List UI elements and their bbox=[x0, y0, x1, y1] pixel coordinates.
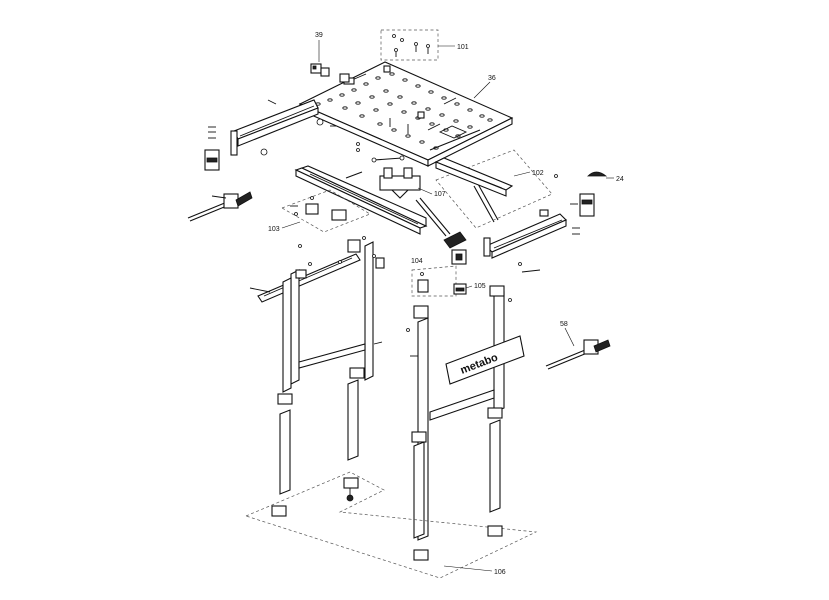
label-106: 106 bbox=[494, 569, 506, 576]
left-leg-extensions bbox=[277, 367, 365, 495]
left-end-cap bbox=[204, 149, 220, 171]
right-end-cap bbox=[579, 193, 595, 217]
part-104-bracket-set bbox=[411, 265, 457, 297]
loose-screws bbox=[249, 236, 541, 357]
left-small-screws bbox=[208, 99, 360, 156]
left-side-rail bbox=[230, 99, 319, 156]
label-107: 107 bbox=[434, 191, 446, 198]
label-105: 105 bbox=[474, 283, 486, 290]
angle-clamp bbox=[443, 231, 467, 265]
left-leg-frame bbox=[257, 239, 385, 393]
table-top bbox=[298, 61, 514, 167]
label-58: 58 bbox=[560, 321, 568, 328]
brand-plate: metabo bbox=[445, 335, 525, 385]
front-rail bbox=[294, 165, 428, 235]
right-small-screws bbox=[539, 174, 580, 235]
part-106-feet bbox=[244, 471, 538, 579]
part-107-center-bracket bbox=[371, 155, 421, 199]
label-24: 24 bbox=[616, 176, 624, 183]
part-24-knob bbox=[587, 171, 608, 177]
part-102-right-rail bbox=[434, 149, 553, 229]
label-102: 102 bbox=[532, 170, 544, 177]
table-top-holes bbox=[315, 72, 493, 150]
left-quick-clamp bbox=[187, 191, 253, 222]
label-39: 39 bbox=[315, 32, 323, 39]
label-103: 103 bbox=[268, 226, 280, 233]
part-101-screw-set bbox=[380, 29, 439, 61]
label-104: 104 bbox=[411, 258, 423, 265]
right-side-rail bbox=[483, 213, 567, 259]
support-struts bbox=[345, 129, 499, 237]
part-105-latch bbox=[453, 283, 467, 295]
part-103-plates bbox=[281, 189, 371, 233]
label-101: 101 bbox=[457, 44, 469, 51]
right-leg-extensions bbox=[411, 407, 503, 539]
part-39-clamp-blocks bbox=[310, 63, 350, 83]
part-58-quick-clamp bbox=[545, 339, 611, 370]
label-36: 36 bbox=[488, 75, 496, 82]
